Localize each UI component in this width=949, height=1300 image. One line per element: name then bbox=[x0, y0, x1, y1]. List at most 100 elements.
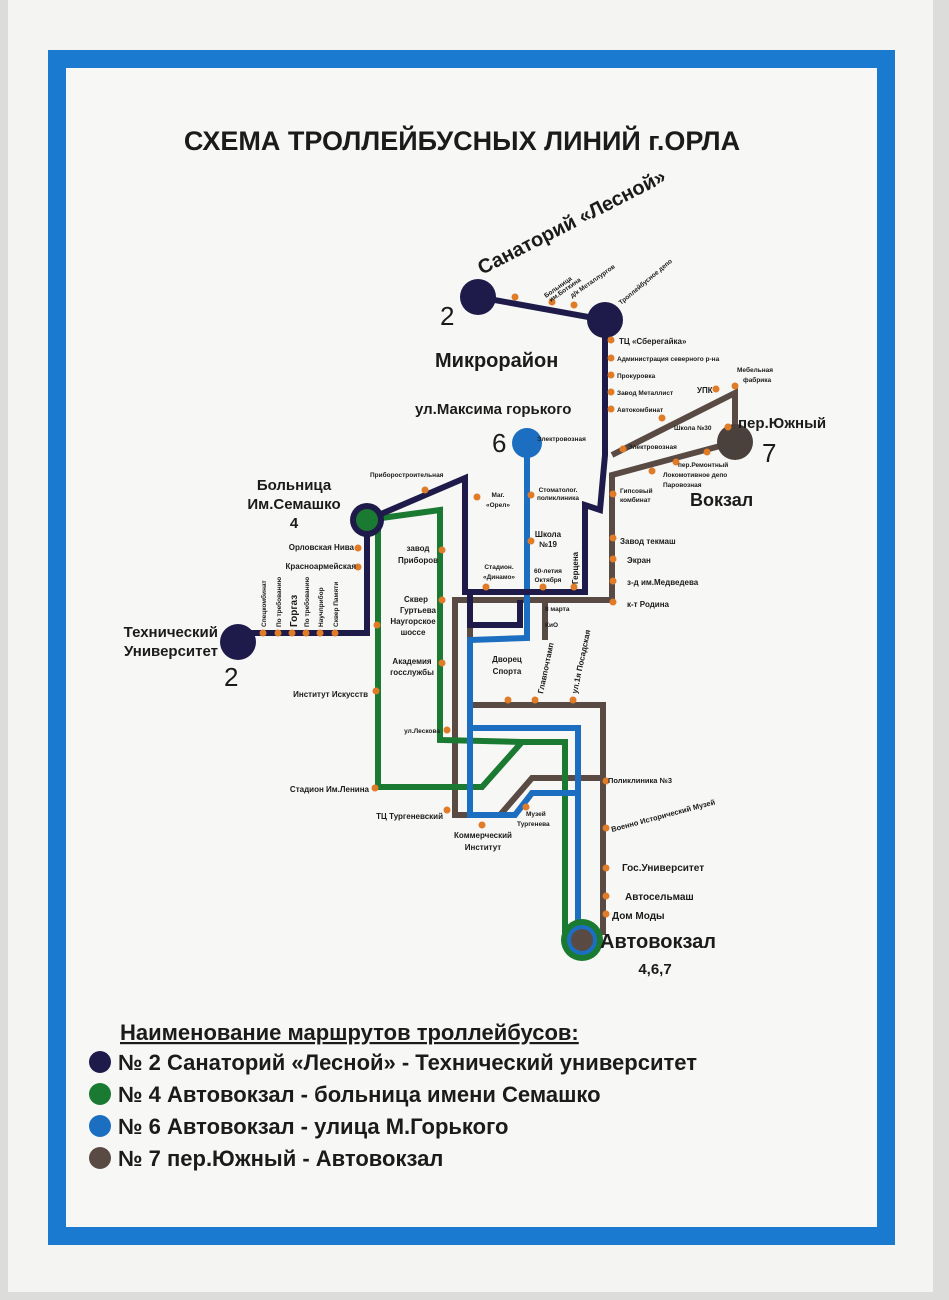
stop-dot bbox=[602, 777, 610, 785]
stop-label: Сквер Памяти bbox=[333, 582, 340, 627]
legend-item-7: № 7 пер.Южный - Автовокзал bbox=[118, 1146, 443, 1171]
legend-bullet-6 bbox=[89, 1115, 111, 1137]
label-avtovokzal: Автовокзал bbox=[600, 931, 716, 953]
stop-label: Завод Металлист bbox=[617, 390, 673, 397]
stop-label: комбинат bbox=[620, 496, 651, 504]
stop-label: «Динамо» bbox=[483, 574, 515, 581]
stop-label: Сквер bbox=[404, 595, 428, 604]
stop-dot bbox=[331, 629, 339, 637]
route-4-line bbox=[366, 506, 568, 935]
stop-label: 8 марта bbox=[545, 606, 570, 613]
stop-label: Стадион Им.Ленина bbox=[290, 785, 370, 794]
stop-dot bbox=[648, 467, 656, 475]
stop-dot bbox=[372, 687, 380, 695]
stop-label: Мебельная bbox=[737, 366, 773, 374]
stop-label: ТЦ «Сберегайка» bbox=[619, 337, 687, 346]
stop-label: ул.Лескова bbox=[404, 728, 440, 735]
stop-label: Горгаз bbox=[289, 595, 300, 627]
label-avtovokzal-routes: 4,6,7 bbox=[638, 961, 671, 978]
stop-dot bbox=[609, 598, 617, 606]
stop-dot bbox=[731, 382, 739, 390]
stop-dot bbox=[619, 445, 627, 453]
stop-dot bbox=[607, 405, 615, 413]
label-vokzal: Вокзал bbox=[690, 490, 753, 510]
stop-label: Институт bbox=[465, 843, 502, 852]
terminal-avtovokzal-inner bbox=[571, 929, 593, 951]
stop-dot bbox=[602, 864, 610, 872]
legend-item-6: № 6 Автовокзал - улица М.Горького bbox=[118, 1114, 508, 1139]
label-mikrorayon: Микрорайон bbox=[435, 350, 558, 372]
stop-label: Автокомбинат bbox=[617, 406, 663, 414]
stop-label: Школа №30 bbox=[674, 425, 712, 432]
stop-label: госслужбы bbox=[390, 668, 434, 677]
stop-label: Локомотивное депо bbox=[663, 472, 727, 479]
stop-label: Дворец bbox=[492, 655, 522, 664]
stop-dot bbox=[259, 629, 267, 637]
label-tech-univ-2: Университет bbox=[124, 643, 218, 660]
stop-label: Прокуровка bbox=[617, 373, 656, 380]
stop-dot bbox=[316, 629, 324, 637]
stop-label: Красноармейская bbox=[286, 562, 357, 571]
stop-dot bbox=[482, 583, 490, 591]
stop-dot bbox=[658, 414, 666, 422]
stop-label: Школа bbox=[535, 530, 562, 539]
stop-label: пер.Ремонтный bbox=[678, 461, 728, 469]
route-number-2-south: 2 bbox=[224, 662, 238, 692]
stop-label: Гипсовый bbox=[620, 487, 653, 495]
stop-label: Паровозная bbox=[663, 482, 702, 489]
label-semashko-2: Им.Семашко bbox=[247, 496, 340, 513]
label-gorkogo: ул.Максима горького bbox=[415, 401, 571, 418]
stop-dot bbox=[274, 629, 282, 637]
stop-label: Институт Искусств bbox=[293, 690, 368, 699]
stop-dot bbox=[569, 696, 577, 704]
stop-label: Приборостроительная bbox=[370, 471, 444, 479]
stop-label: «Орел» bbox=[486, 502, 510, 509]
stop-dot bbox=[602, 824, 610, 832]
stop-label: шоссе bbox=[401, 628, 426, 637]
stop-dot bbox=[438, 546, 446, 554]
stop-label: №19 bbox=[539, 540, 557, 549]
stop-label: Спорта bbox=[493, 667, 522, 676]
stop-dot bbox=[548, 298, 556, 306]
stop-label: По требованию bbox=[303, 576, 311, 627]
stop-dot bbox=[672, 458, 680, 466]
stop-label: 60-летия bbox=[534, 568, 562, 575]
stop-dot bbox=[527, 491, 535, 499]
stop-dot bbox=[609, 555, 617, 563]
stop-dot bbox=[607, 336, 615, 344]
stop-dot bbox=[609, 534, 617, 542]
legend-bullet-4 bbox=[89, 1083, 111, 1105]
stop-label: Поликлиника №3 bbox=[608, 776, 672, 785]
stop-dot bbox=[607, 371, 615, 379]
stop-dot bbox=[438, 659, 446, 667]
stop-dot bbox=[703, 448, 711, 456]
stop-label: Завод текмаш bbox=[620, 537, 676, 546]
stop-label: КиО bbox=[545, 622, 558, 629]
stop-label: Экран bbox=[627, 556, 651, 565]
stop-label: Приборов bbox=[398, 556, 438, 565]
stop-label: УПК bbox=[697, 386, 713, 395]
stop-dot bbox=[473, 493, 481, 501]
route-number-2-north: 2 bbox=[440, 301, 454, 331]
legend-item-4: № 4 Автовокзал - больница имени Семашко bbox=[118, 1082, 601, 1107]
stop-label: По требованию bbox=[275, 576, 283, 627]
label-tech-univ-1: Технический bbox=[124, 624, 218, 641]
label-semashko-1: Больница bbox=[257, 477, 332, 494]
stop-label: Академия bbox=[392, 657, 431, 666]
stop-dot bbox=[609, 490, 617, 498]
terminal-sanatoriy bbox=[460, 279, 496, 315]
stop-dot bbox=[371, 784, 379, 792]
legend-bullet-2 bbox=[89, 1051, 111, 1073]
stop-dot bbox=[354, 544, 362, 552]
legend-item-2: № 2 Санаторий «Лесной» - Технический уни… bbox=[118, 1050, 697, 1075]
stop-dot bbox=[607, 388, 615, 396]
stop-dot bbox=[511, 293, 519, 301]
stop-label: к-т Родина bbox=[627, 600, 670, 609]
stop-label: Электровозная bbox=[628, 444, 677, 451]
legend-heading: Наименование маршрутов троллейбусов: bbox=[120, 1020, 579, 1045]
stop-dot bbox=[288, 629, 296, 637]
legend: Наименование маршрутов троллейбусов: № 2… bbox=[89, 1020, 697, 1171]
stop-label: Коммерческий bbox=[454, 831, 512, 840]
map-title: СХЕМА ТРОЛЛЕЙБУСНЫХ ЛИНИЙ г.ОРЛА bbox=[184, 125, 740, 156]
legend-bullet-7 bbox=[89, 1147, 111, 1169]
